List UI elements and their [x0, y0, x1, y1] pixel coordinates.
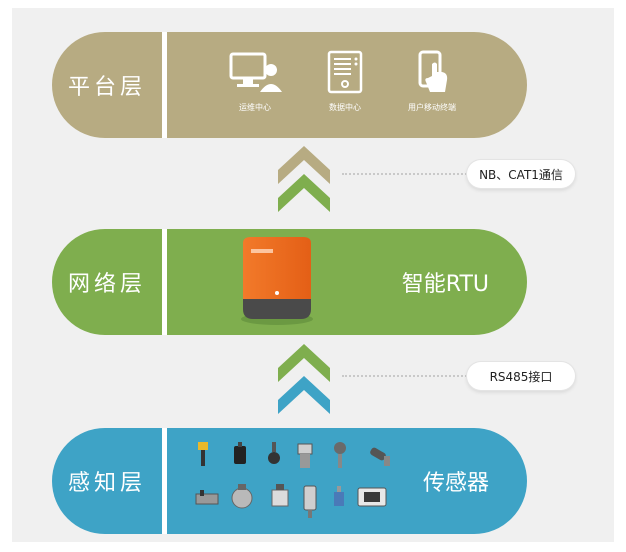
ops-center-caption: 运维中心 — [239, 103, 271, 112]
diagram-canvas: 平台层 运维中心 数据中心 — [12, 8, 614, 542]
mobile-terminal-item: 用户移动终端 — [382, 50, 482, 113]
sensor-10 — [303, 485, 317, 518]
sensor-8 — [231, 484, 253, 509]
sensor-layer-divider — [162, 428, 167, 534]
rtu-device-icon — [241, 237, 313, 325]
ops-center-item: 运维中心 — [205, 50, 305, 113]
sensor-1 — [198, 442, 208, 466]
sensor-11 — [334, 486, 344, 506]
platform-layer-divider — [162, 32, 167, 138]
platform-layer: 平台层 运维中心 数据中心 — [52, 32, 527, 138]
network-layer-label: 网络层 — [67, 272, 146, 297]
data-center-item: 数据中心 — [295, 50, 395, 113]
lower-connection-label: RS485接口 — [467, 362, 575, 390]
network-layer-title: 智能RTU — [401, 272, 489, 297]
sensor-layer-title: 传感器 — [422, 471, 489, 496]
upper-chevron-arrows — [278, 146, 330, 212]
lower-connector-line — [342, 375, 467, 377]
sensor-2 — [234, 442, 246, 464]
sensor-devices-icon — [195, 442, 390, 518]
sensor-3 — [268, 442, 280, 464]
mobile-terminal-caption: 用户移动终端 — [408, 103, 456, 112]
server-icon — [327, 50, 363, 94]
sensor-5 — [334, 442, 346, 468]
platform-layer-label: 平台层 — [67, 75, 146, 100]
sensor-9 — [271, 484, 289, 507]
data-center-caption: 数据中心 — [329, 103, 361, 112]
upper-connector-line — [342, 173, 467, 175]
sensor-12 — [357, 487, 387, 507]
sensor-4 — [297, 443, 313, 468]
sensor-7 — [195, 490, 219, 505]
sensor-layer-label: 感知层 — [67, 471, 146, 496]
network-layer-divider — [162, 229, 167, 335]
upper-connection-label: NB、CAT1通信 — [467, 160, 575, 188]
mobile-hand-icon — [418, 50, 448, 92]
monitor-user-icon — [229, 52, 282, 92]
sensor-6 — [370, 447, 390, 466]
lower-chevron-arrows — [278, 344, 330, 414]
sensor-layer: 感知层 传感器 — [52, 428, 527, 534]
